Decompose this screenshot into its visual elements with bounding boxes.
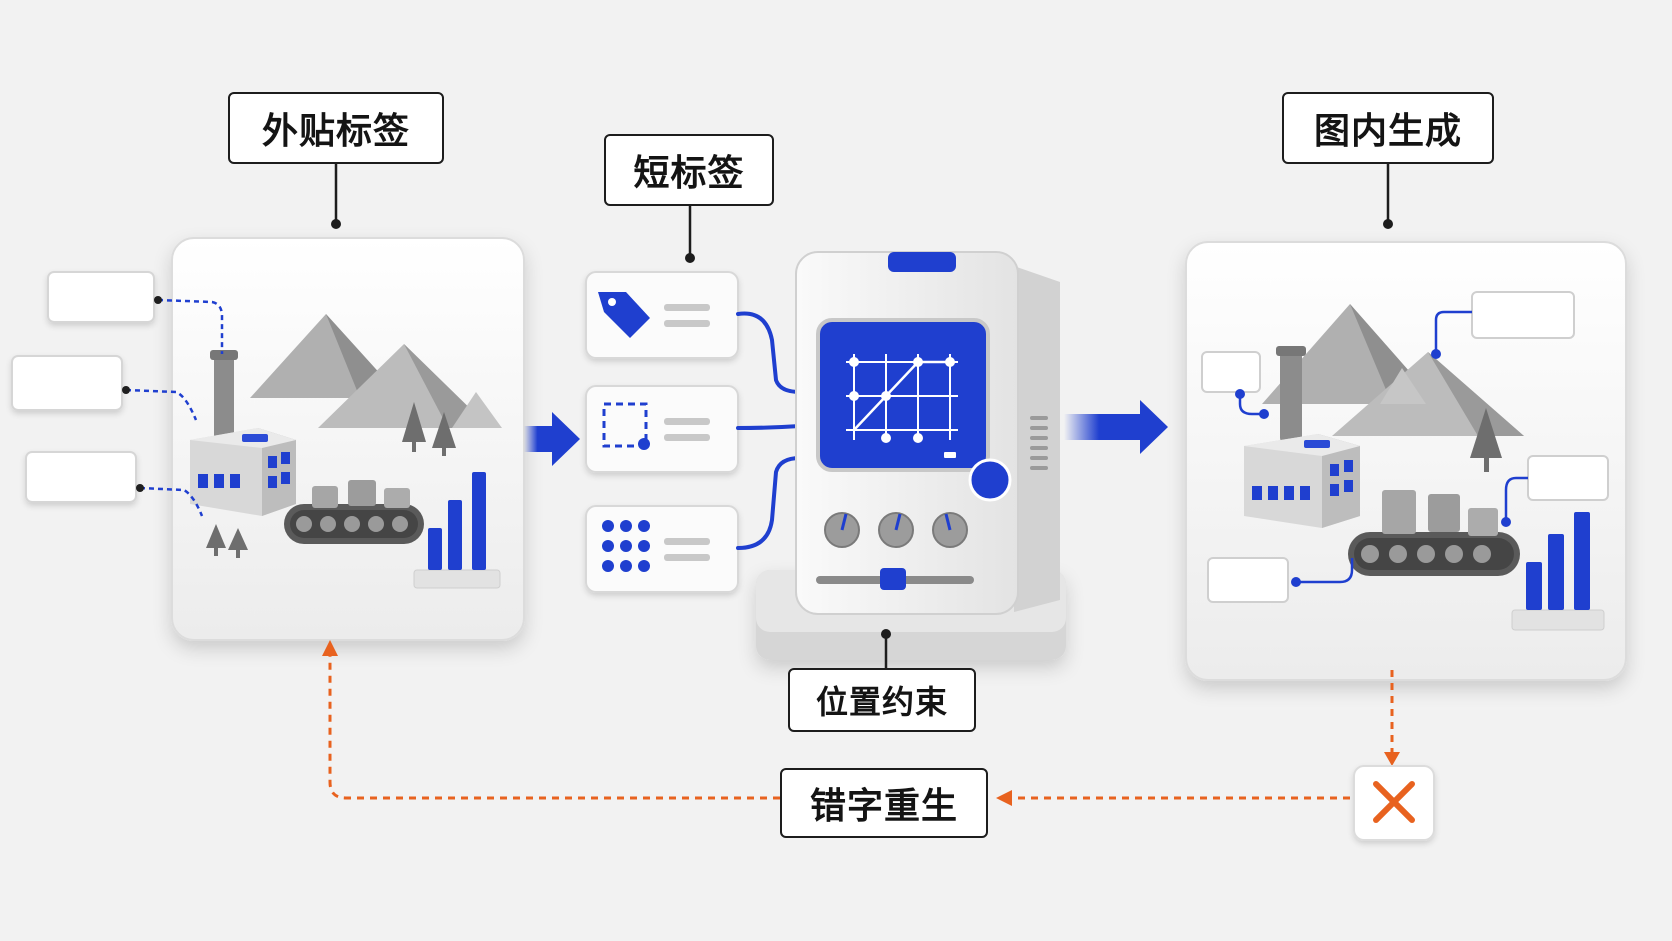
mountains [250,314,502,428]
position-constraint-box: 位置约束 [788,668,976,732]
left-scene-panel [171,237,525,641]
machine-slider [816,568,974,590]
tree [1470,408,1502,472]
external-label-connector [331,162,341,229]
screen-grid [846,354,958,440]
factory [1244,346,1360,528]
factory [190,350,296,516]
x-mark-icon [1353,765,1435,841]
position-constraint-connector [881,629,891,668]
typo-regenerate-box: 错字重生 [780,768,988,838]
conveyor [1348,490,1520,576]
in-image-label-connector [1383,162,1393,229]
external-label-box: 外贴标签 [228,92,444,164]
generation-machine [756,251,1066,660]
machine-dials [824,512,968,548]
mini-bar-chart [1511,512,1605,631]
feedback-loop [328,654,1394,800]
right-scene-panel [1185,241,1627,681]
in-image-generation-box: 图内生成 [1282,92,1494,164]
in-image-tag-cards [1201,291,1609,603]
short-label-connector [685,206,695,263]
mini-bar-chart [413,472,501,589]
feedback-arrowheads [322,640,1400,806]
tag-icon [598,292,650,338]
grid-dots-icon [602,520,650,572]
short-label-cards [585,271,802,593]
external-tag-cards [11,271,224,517]
vent-grille [1030,416,1048,470]
flow-arrow-2 [1064,400,1168,454]
mountains [1262,304,1524,436]
conveyor [284,480,424,544]
flow-arrow-1 [524,412,580,466]
short-label-box: 短标签 [604,134,774,206]
bounding-box-icon [602,402,650,450]
trees [206,402,456,558]
